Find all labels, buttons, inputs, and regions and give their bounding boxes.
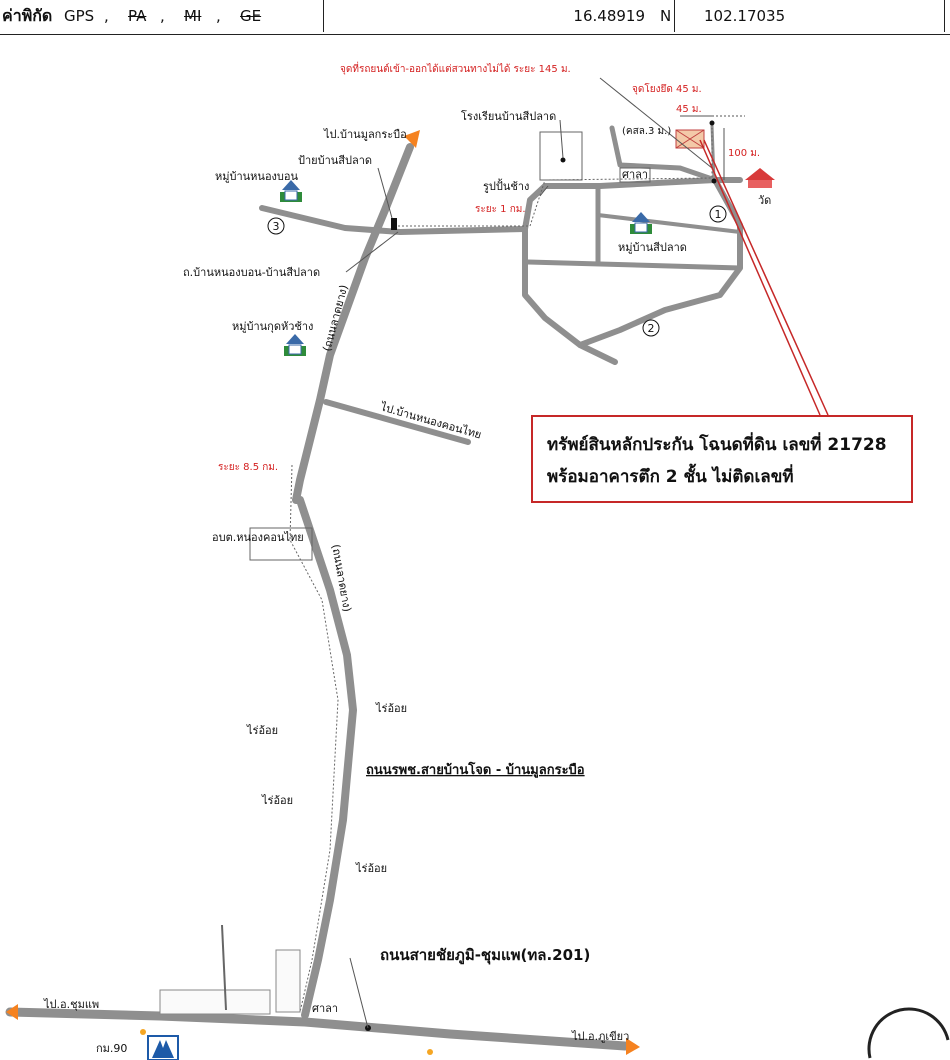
village-nong-bon-label: หมู่บ้านหนองบอน: [215, 170, 299, 183]
sugarcane-field-label: ไร่อ้อย: [375, 702, 407, 715]
highway-logo-icon: [147, 1035, 179, 1060]
callout-line-1: ทรัพย์สินหลักประกัน โฉนดที่ดิน เลขที่ 21…: [547, 435, 887, 455]
km-90-label: กม.90: [96, 1042, 127, 1055]
latitude-value: 16.48919: [573, 7, 645, 25]
latitude-direction: N: [660, 7, 672, 25]
leader-line: [539, 185, 549, 197]
roadside-buildings: [159, 989, 271, 1015]
house-icon: [630, 212, 652, 234]
school-dot: [560, 157, 566, 163]
distance-path: [289, 464, 339, 1013]
sign-sipalad-label: ป้ายบ้านสีปลาด: [298, 154, 372, 167]
km-post-icon: [427, 1049, 433, 1055]
village-road: [609, 125, 718, 183]
distance-1km-label: ระยะ 1 กม.: [475, 204, 526, 215]
pa-option: PA: [128, 7, 147, 25]
arrow-to-phu-khiao-icon: [626, 1038, 640, 1055]
roadside-building: [275, 949, 301, 1013]
property-mark: [675, 129, 705, 149]
pointer-line: [703, 139, 829, 416]
leader-line: [349, 957, 369, 1029]
temple-icon: [745, 168, 775, 188]
sao-nong-khon-thai-label: อบต.หนองคอนไทย: [212, 531, 304, 544]
village-road: [577, 177, 743, 348]
km-post-icon: [140, 1029, 146, 1035]
school-sipalad-label: โรงเรียนบ้านสีปลาด: [461, 109, 556, 123]
house-icon: [280, 180, 302, 202]
house-icon: [284, 334, 306, 356]
road-to-nong-khon-thai: [323, 399, 471, 445]
highway-201: [5, 1007, 630, 1051]
sugarcane-field-label: ไร่อ้อย: [246, 724, 278, 737]
arrow-to-mun-kra-bue-icon: [404, 130, 420, 148]
separator: ,: [216, 7, 221, 25]
tie-point-label: จุดโยงยึด 45 ม.: [632, 82, 702, 95]
leader-line: [599, 77, 713, 169]
village-road: [596, 213, 742, 234]
distance-100-label: 100 ม.: [728, 148, 760, 159]
pavilion-label: ศาลา: [622, 168, 648, 181]
svg-text:1: 1: [715, 208, 722, 221]
school-plot: [539, 131, 583, 181]
village-sipalad-label: หมู่บ้านสีปลาด: [618, 241, 687, 254]
marker-3: 3: [267, 217, 285, 235]
elephant-statue-label: รูปปั้นช้าง: [483, 178, 529, 193]
ge-option: GE: [240, 7, 262, 25]
village-road: [522, 226, 618, 365]
sao-building: [249, 527, 313, 561]
to-phu-khiao-label: ไป.อ.ภูเขียว: [571, 1030, 629, 1043]
pavilion-building: [619, 167, 651, 183]
svg-text:3: 3: [273, 220, 280, 233]
village-road: [522, 177, 743, 232]
mi-option: MI: [184, 7, 202, 25]
leader-line: [345, 231, 399, 273]
compass-icon: [867, 1007, 950, 1059]
junction-dot: [709, 120, 715, 126]
sugarcane-field-label: ไร่อ้อย: [261, 794, 293, 807]
pavilion-label: ศาลา: [312, 1002, 338, 1015]
pointer-line: [699, 139, 821, 416]
coordinates-label: ค่าพิกัด: [2, 6, 53, 25]
kasala-label: (คสล.3 ม.): [622, 126, 671, 137]
to-chum-phae-label: ไป.อ.ชุมแพ: [43, 998, 99, 1011]
to-mun-kra-bue-label: ไป.บ้านมูลกระบือ: [323, 128, 407, 141]
distance-45-label: 45 ม.: [676, 104, 702, 115]
header-divider: [944, 0, 945, 32]
roadside-pole: [221, 924, 227, 1011]
marker-2: 2: [642, 319, 660, 337]
svg-text:2: 2: [648, 322, 655, 335]
coordinates-header: ค่าพิกัด GPS , PA , MI , GE 16.48919 N 1…: [0, 0, 950, 35]
separator: ,: [104, 7, 109, 25]
road-nongbon-sipalad: [259, 205, 528, 235]
road-nongbon-sipalad-label: ถ.บ้านหนองบอน-บ้านสีปลาด: [183, 266, 320, 279]
main-road: [292, 143, 414, 1019]
arrow-to-chum-phae-icon: [6, 1004, 18, 1020]
distance-path: [398, 128, 713, 227]
village-road: [525, 259, 743, 271]
header-divider: [323, 0, 324, 32]
road-rpc-label: ถนนรพช.สายบ้านโจด - บ้านมูลกระบือ: [366, 761, 585, 778]
callout-line-2: พร้อมอาคารตึก 2 ชั้น ไม่ติดเลขที่: [547, 467, 794, 487]
village-kud-hua-chang-label: หมู่บ้านกุดหัวช้าง: [232, 320, 313, 333]
marker-1: 1: [709, 205, 727, 223]
leader-line: [559, 119, 564, 159]
header-divider: [674, 0, 675, 32]
temple-label: วัด: [758, 194, 771, 207]
gps-option: GPS: [64, 7, 95, 25]
highway-201-label: ถนนสายชัยภูมิ-ชุมแพ(ทล.201): [380, 946, 590, 965]
longitude-value: 102.17035: [704, 7, 786, 25]
separator: ,: [160, 7, 165, 25]
car-access-note: จุดที่รถยนต์เข้า-ออกได้แต่สวนทางไม่ได้ ร…: [340, 61, 571, 75]
collateral-callout: ทรัพย์สินหลักประกัน โฉนดที่ดิน เลขที่ 21…: [531, 415, 913, 503]
leader-line: [377, 167, 393, 219]
sugarcane-field-label: ไร่อ้อย: [355, 862, 387, 875]
distance-8-5-label: ระยะ 8.5 กม.: [218, 462, 278, 473]
location-map: 1 2 3 ไป.บ้านมูลกระบือ ป้ายบ้านสีปลาด หม…: [5, 61, 950, 1060]
junction-dot: [711, 178, 717, 184]
sign-post: [391, 218, 397, 230]
